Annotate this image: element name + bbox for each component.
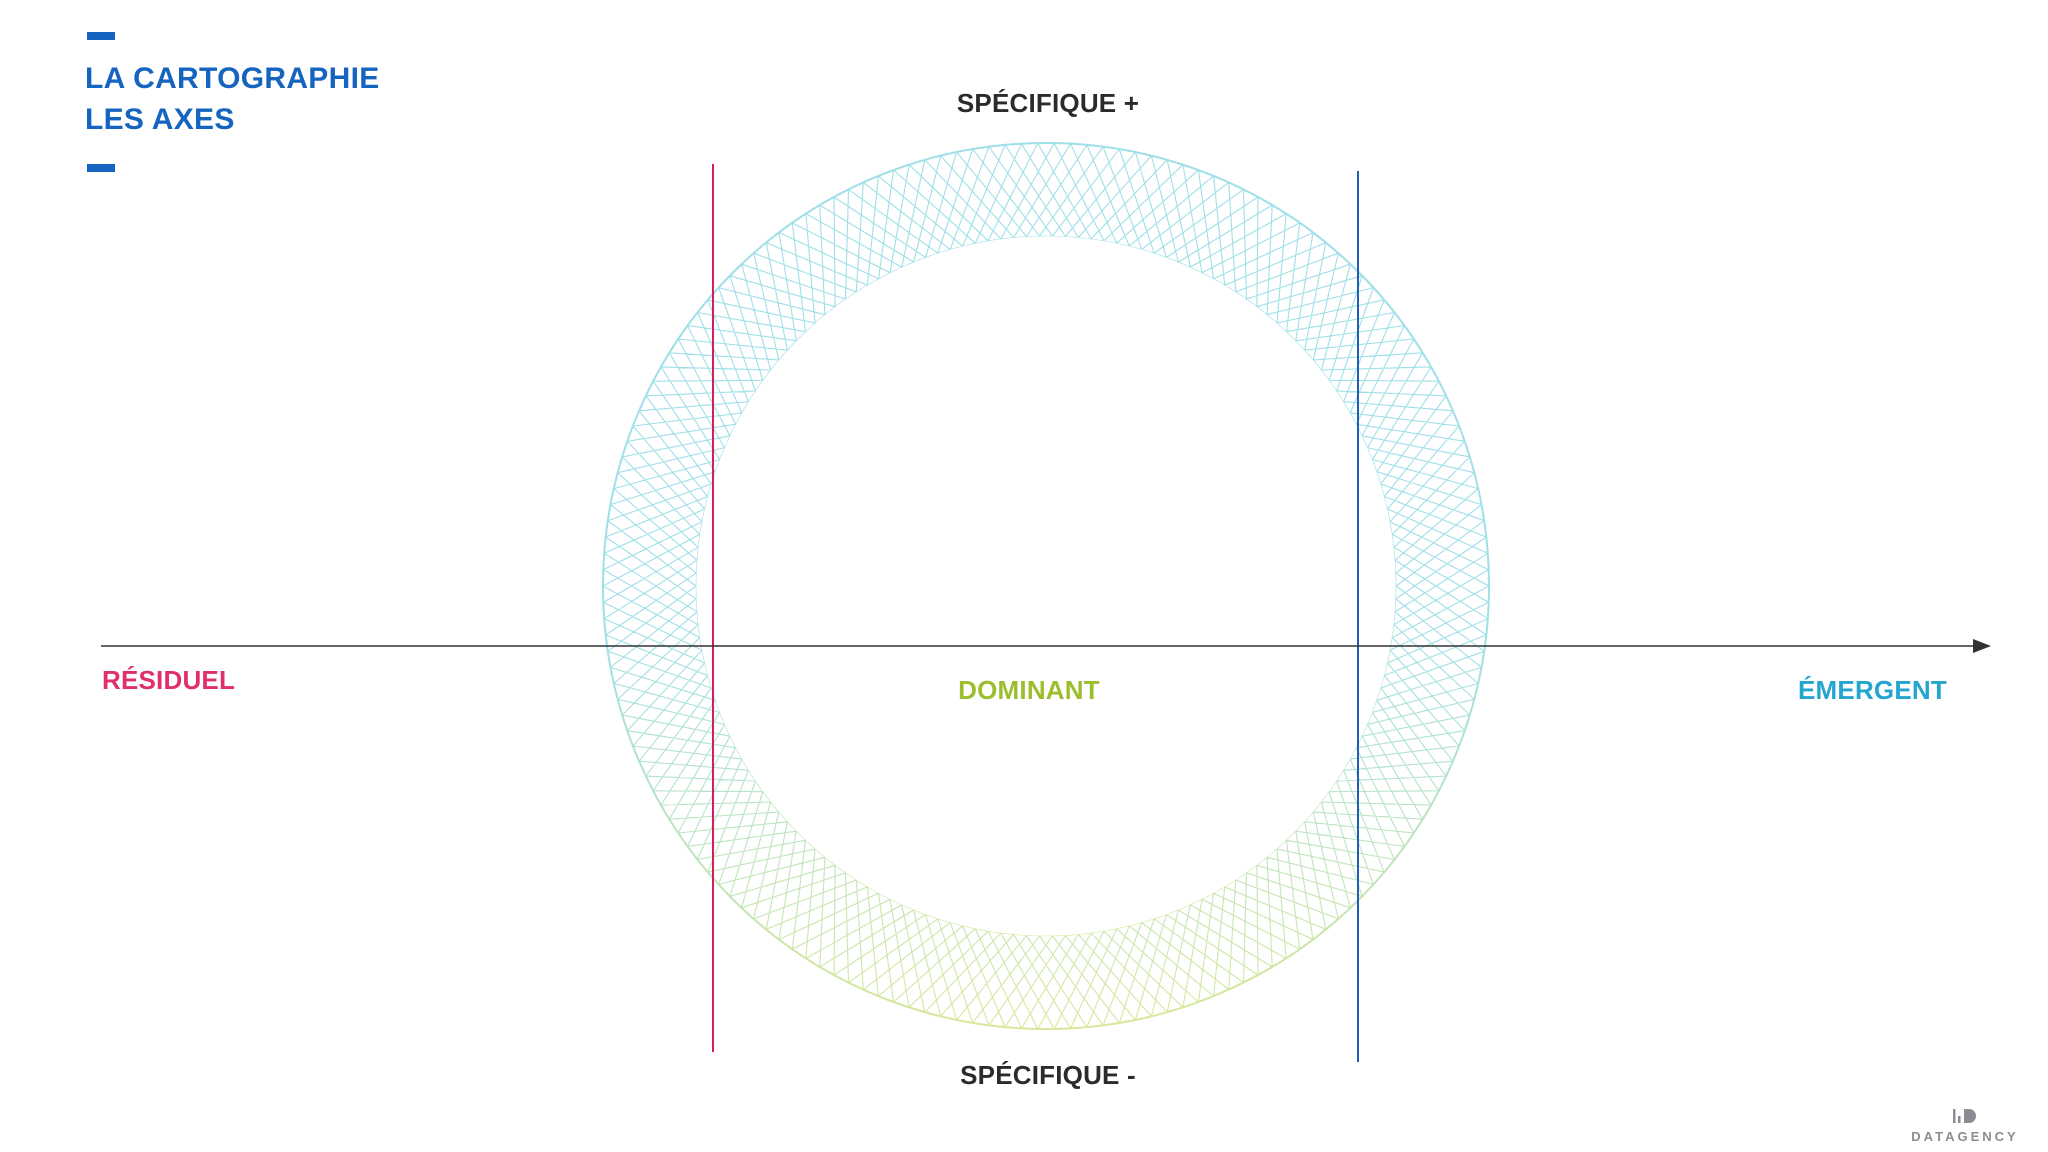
brand-logo: DATAGENCY	[1910, 1105, 2020, 1144]
title-line-1: LA CARTOGRAPHIE	[85, 62, 380, 95]
ring-lattice	[602, 142, 1490, 1030]
axis-label-right: ÉMERGENT	[1798, 675, 1947, 705]
axis-arrow-icon	[1973, 639, 1991, 653]
slide-title: LA CARTOGRAPHIE LES AXES	[85, 58, 380, 140]
axis-label-center: DOMINANT	[958, 675, 1100, 705]
hatched-ring	[602, 142, 1490, 1030]
ring-outer-edge	[602, 142, 1490, 1030]
datagency-logo-icon	[1953, 1109, 1976, 1123]
axis-label-bottom: SPÉCIFIQUE -	[960, 1060, 1136, 1090]
title-bottom-dash	[87, 164, 115, 172]
axis-label-top: SPÉCIFIQUE +	[956, 88, 1140, 118]
axis-label-left: RÉSIDUEL	[102, 665, 236, 695]
title-top-dash	[87, 32, 115, 40]
title-line-2: LES AXES	[85, 103, 235, 136]
ring-inner-edge	[695, 235, 1397, 937]
brand-name: DATAGENCY	[1911, 1129, 2019, 1144]
